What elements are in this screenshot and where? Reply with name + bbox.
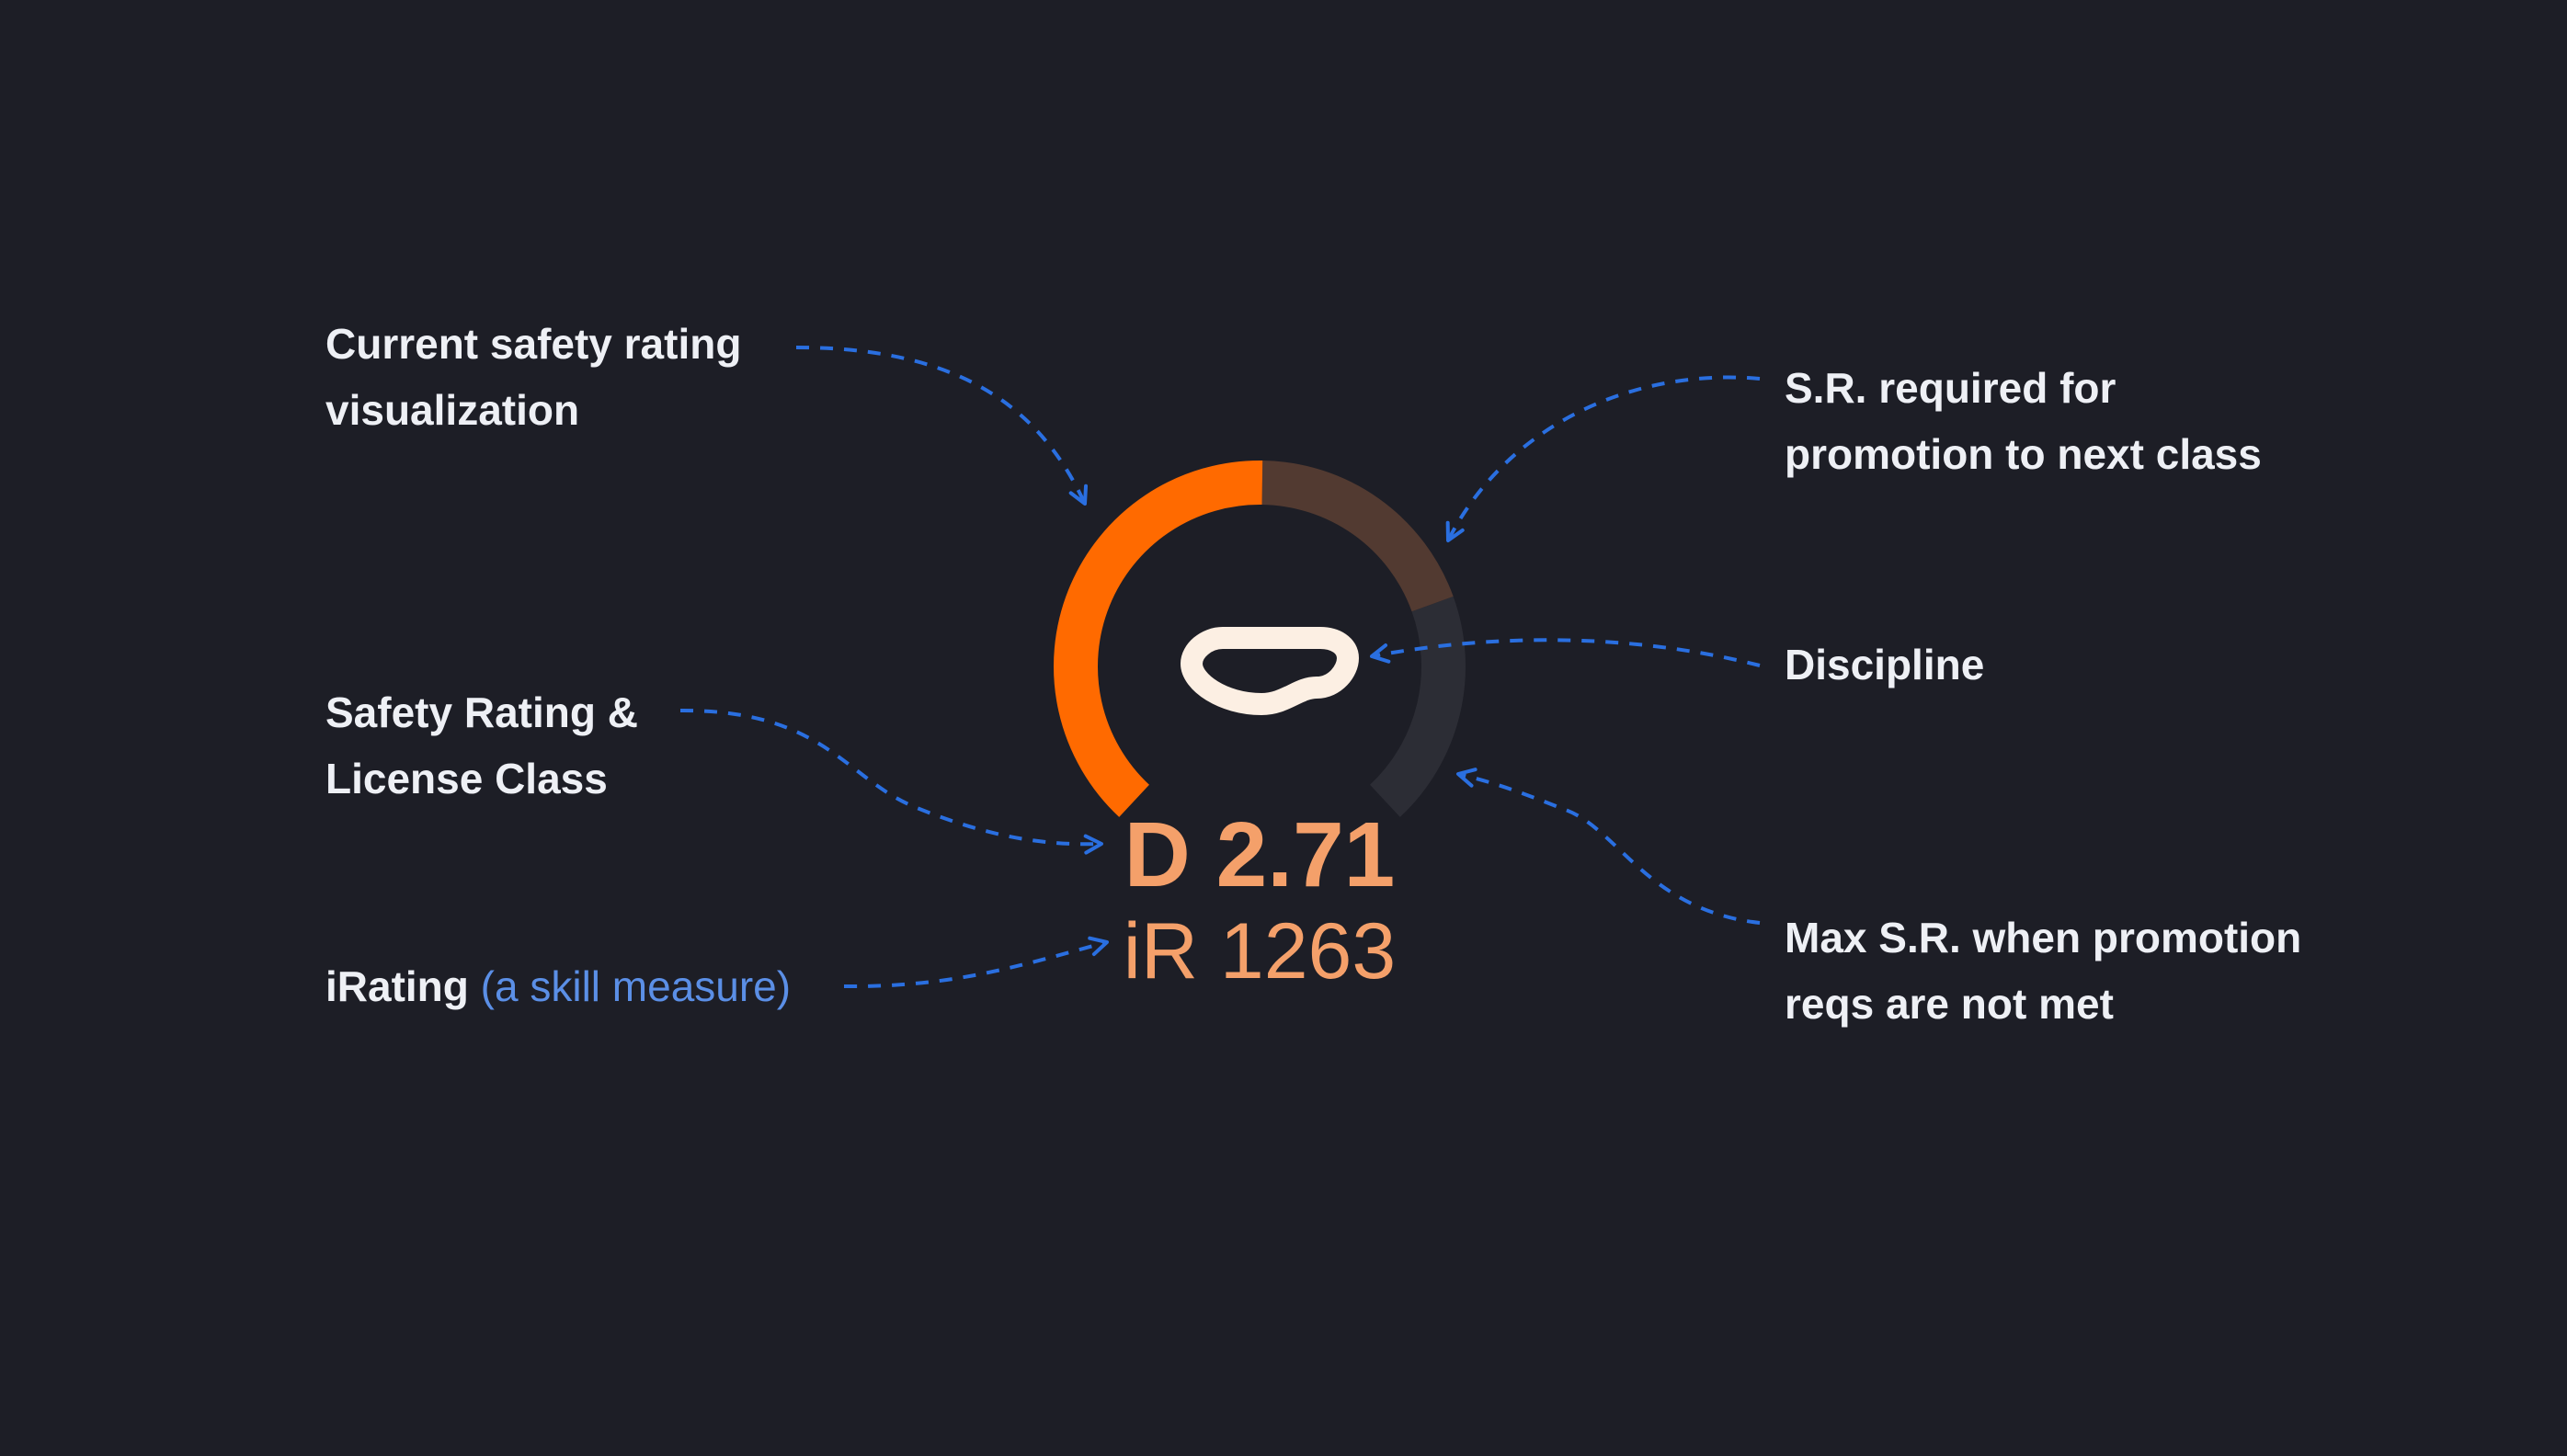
connector-current-sr xyxy=(795,346,1089,506)
annotation-current-sr-line2: visualization xyxy=(325,386,580,434)
required-sr-arc xyxy=(1261,461,1454,612)
annotation-discipline: Discipline xyxy=(1785,631,1984,698)
safety-rating-value: D 2.71 xyxy=(1124,803,1396,906)
connector-discipline xyxy=(1370,638,1761,667)
annotation-irating-line: iRating (a skill measure) xyxy=(325,953,791,1019)
annotation-max-sr-line1: Max S.R. when promotion xyxy=(1785,914,2302,961)
annotation-irating-label: iRating xyxy=(325,962,469,1010)
annotation-irating: iRating (a skill measure) xyxy=(325,953,791,1019)
annotation-max-sr-line2: reqs are not met xyxy=(1785,980,2114,1028)
annotation-irating-note: (a skill measure) xyxy=(480,962,792,1010)
current-sr-arc xyxy=(1054,461,1263,817)
annotation-max-sr: Max S.R. when promotion reqs are not met xyxy=(1785,904,2301,1037)
annotation-discipline-line1: Discipline xyxy=(1785,641,1985,688)
annotation-sr-license: Safety Rating & License Class xyxy=(325,679,638,812)
connector-sr-required xyxy=(1445,375,1761,542)
annotation-sr-license-line2: License Class xyxy=(325,755,608,802)
annotation-sr-required-line2: promotion to next class xyxy=(1785,430,2262,478)
connector-max-sr xyxy=(1456,768,1761,925)
annotation-sr-required-line1: S.R. required for xyxy=(1785,364,2116,412)
annotation-current-sr: Current safety rating visualization xyxy=(325,311,741,443)
connector-sr-license xyxy=(679,708,1103,855)
irating-value: iR 1263 xyxy=(1123,907,1397,995)
annotation-sr-license-line1: Safety Rating & xyxy=(325,688,638,736)
annotation-sr-required: S.R. required for promotion to next clas… xyxy=(1785,355,2262,487)
annotation-current-sr-line1: Current safety rating xyxy=(325,320,742,368)
oval-track-icon xyxy=(1181,627,1359,715)
max-sr-arc xyxy=(1369,596,1466,817)
connector-irating xyxy=(843,936,1109,989)
